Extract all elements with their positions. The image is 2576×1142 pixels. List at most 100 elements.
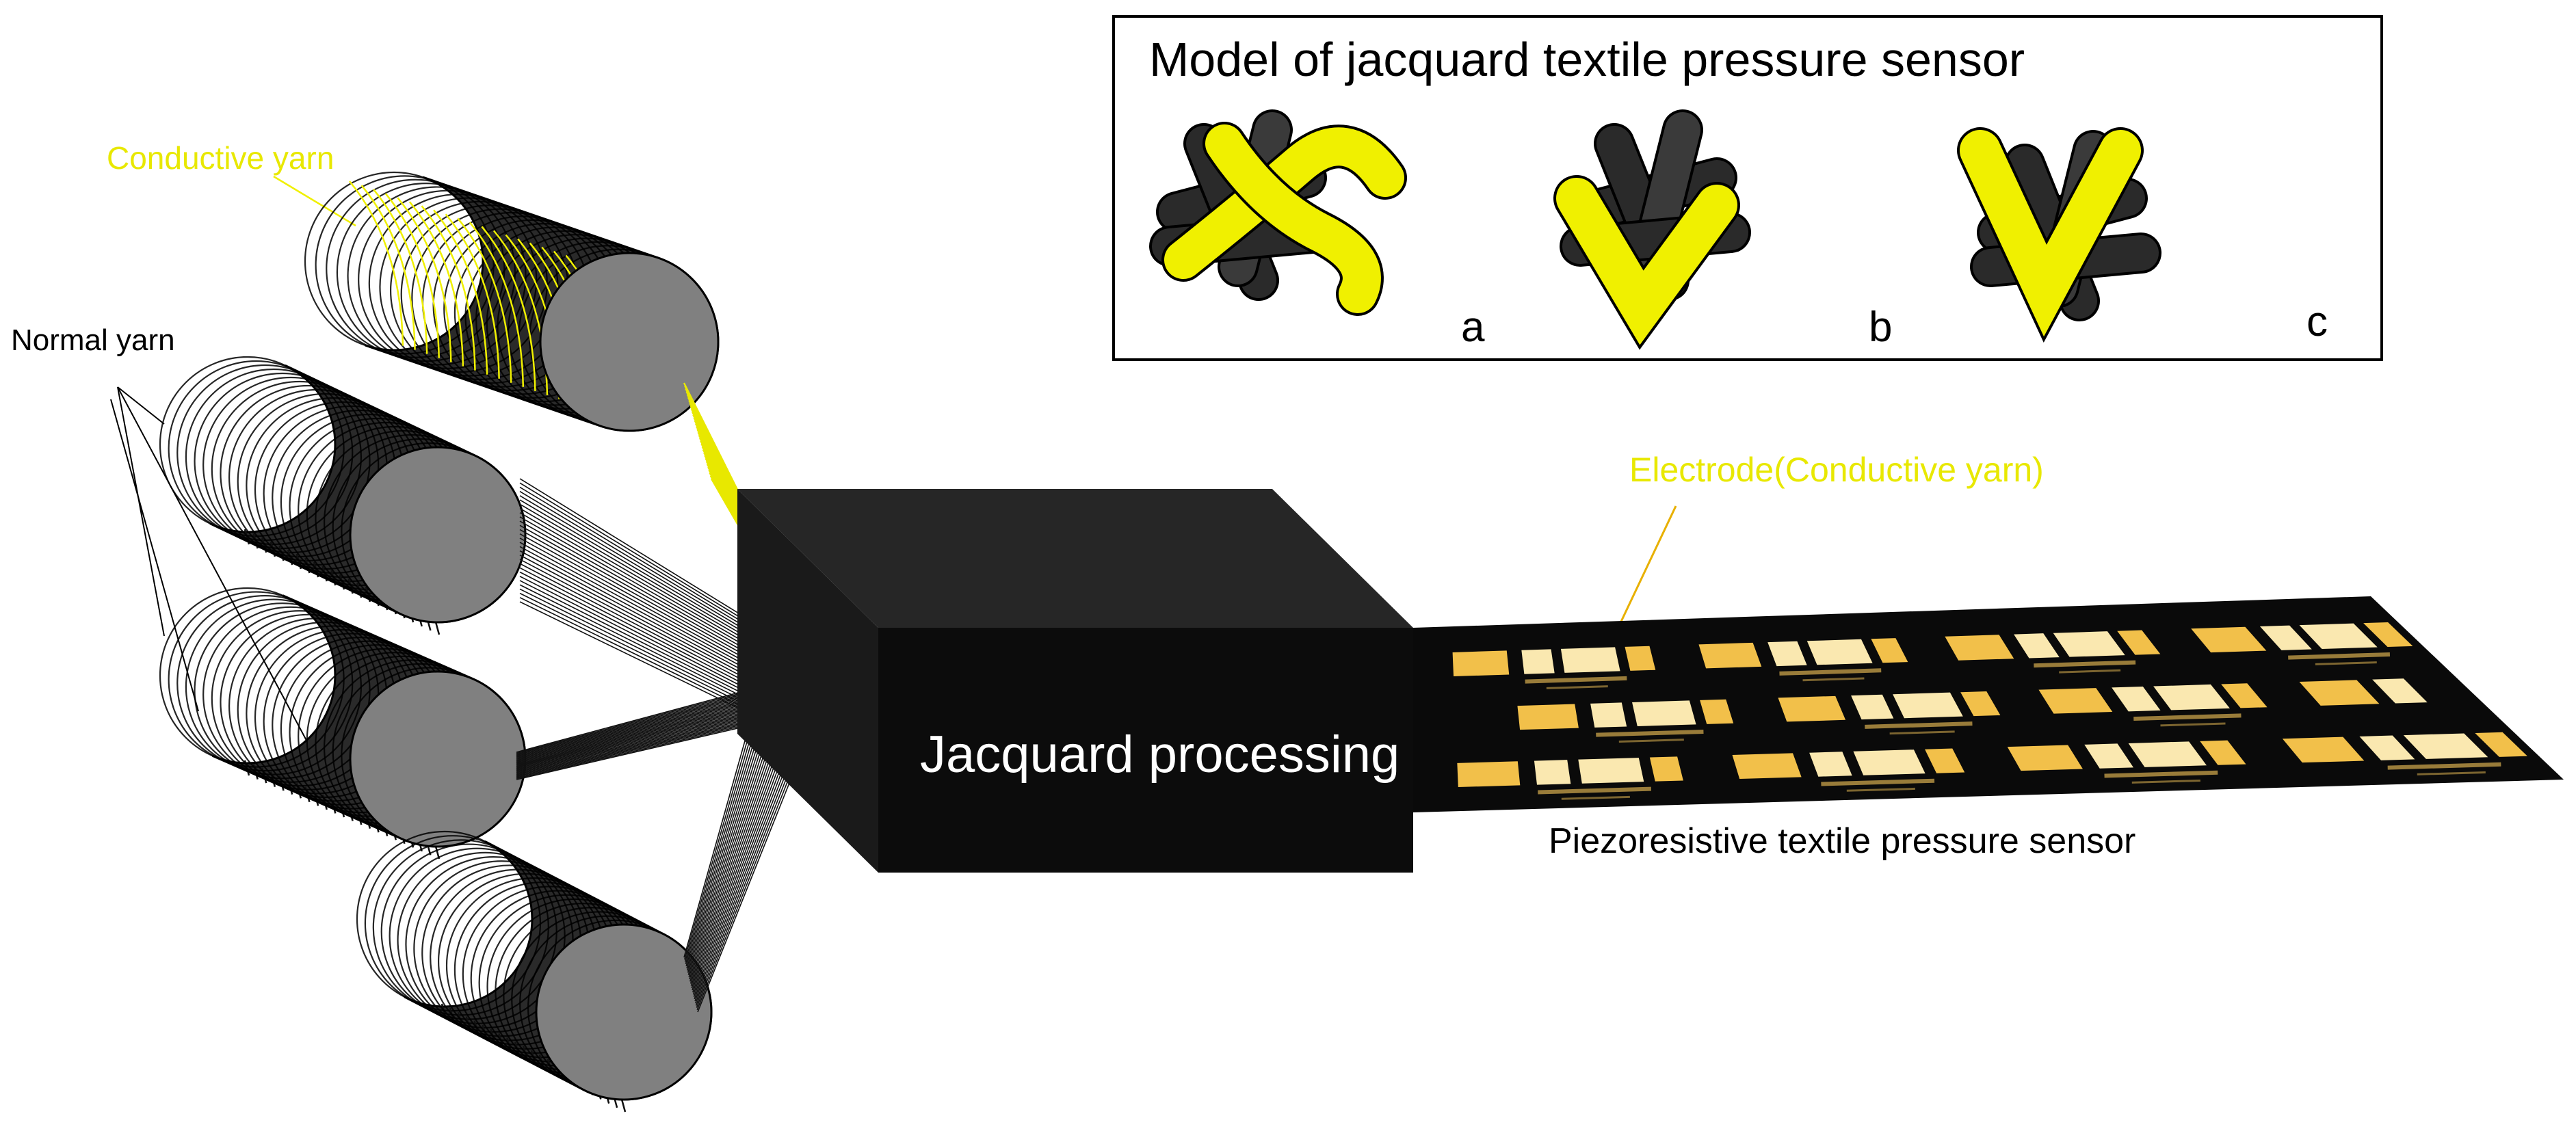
sensor-sheet: [1413, 596, 2564, 812]
normal-thread: [694, 765, 785, 1002]
electrode-pad: [1590, 702, 1627, 728]
normal-thread: [693, 762, 781, 997]
sheet-logo-text: [1821, 778, 1935, 786]
electrode-cell: [2191, 622, 2413, 665]
conductive-winding: [408, 201, 464, 367]
normal-thread: [519, 563, 764, 692]
normal-roll-1: [159, 356, 527, 635]
electrode-cell: [1452, 646, 1656, 689]
normal-thread: [519, 588, 770, 715]
normal-thread: [516, 715, 751, 773]
sheet-logo-text: [2387, 762, 2501, 770]
normal-thread: [516, 711, 750, 770]
electrode-pad: [1925, 748, 1965, 773]
conductive-winding: [445, 213, 500, 379]
electrode-label: Electrode(Conductive yarn): [1629, 451, 2044, 489]
electrode-pad: [2112, 686, 2161, 712]
normal-thread: [516, 721, 752, 778]
sheet-logo-text: [1538, 786, 1651, 795]
normal-thread: [519, 499, 748, 635]
sheet-logo-text: [2104, 770, 2218, 778]
normal-thread: [519, 490, 746, 628]
normal-thread: [519, 584, 770, 711]
electrode-pad: [1809, 752, 1852, 777]
electrode-pad: [2363, 622, 2413, 647]
normal-roll-2: [159, 587, 527, 860]
sheet-logo-text: [1846, 787, 1915, 792]
yarn-model-a: [1149, 109, 1407, 316]
normal-thread: [516, 698, 748, 759]
normal-thread: [692, 758, 775, 991]
normal-thread: [519, 567, 765, 695]
sheet-logo-text: [1779, 668, 1882, 676]
electrode-pad: [1649, 756, 1683, 782]
normal-thread: [692, 761, 779, 995]
process-label: Jacquard processing: [920, 726, 1400, 784]
jacquard-machine: [737, 489, 1413, 873]
electrode-pad: [1853, 749, 1926, 775]
sheet-logo-text: [1546, 685, 1608, 689]
normal-thread: [516, 717, 751, 774]
normal-thread: [516, 717, 752, 775]
sensor-label: Piezoresistive textile pressure sensor: [1549, 821, 2136, 861]
normal-roll-3: [356, 830, 713, 1113]
electrode-pad: [1534, 760, 1571, 785]
electrode-pad: [2191, 626, 2267, 653]
sheet-logo-text: [1865, 721, 1973, 729]
electrode-pad: [2038, 688, 2113, 714]
conductive-winding: [457, 217, 512, 383]
electrode-pad: [2200, 740, 2246, 765]
normal-thread: [687, 746, 758, 971]
electrode-cell: [1732, 748, 1965, 792]
yarn-model-c: [1957, 127, 2161, 343]
panel-letter-b: b: [1869, 304, 1893, 351]
conductive-winding: [384, 193, 440, 358]
normal-thread: [697, 772, 794, 1013]
electrode-pad: [1851, 694, 1894, 720]
normal-yarn-leader: [117, 386, 165, 425]
electrode-pad: [2007, 745, 2083, 771]
normal-thread: [516, 719, 752, 776]
electrode-leader: [1613, 505, 1677, 637]
normal-thread: [688, 750, 763, 978]
electrode-pad: [1517, 704, 1579, 730]
electrode-pad: [2299, 623, 2378, 650]
electrode-pad: [2221, 683, 2268, 708]
electrode-cell: [1517, 699, 1734, 743]
electrode-pad: [2084, 743, 2134, 769]
normal-thread: [516, 713, 750, 771]
normal-thread: [689, 753, 767, 982]
sheet-logo-text: [1561, 795, 1630, 800]
sheet-logo-text: [1889, 730, 1955, 735]
normal-thread: [519, 524, 754, 658]
roll-face: [349, 670, 527, 848]
sheet-logo-text: [1525, 676, 1627, 684]
inset-title: Model of jacquard textile pressure senso…: [1149, 33, 2025, 86]
electrode-pad: [2359, 735, 2415, 760]
conductive-winding: [421, 205, 476, 371]
sheet-logo-text: [2133, 713, 2242, 721]
roll-face: [535, 923, 713, 1101]
electrode-cell: [1945, 630, 2161, 674]
normal-thread: [516, 701, 748, 762]
electrode-pad: [1767, 641, 1807, 667]
normal-thread: [516, 691, 746, 754]
normal-thread: [519, 495, 747, 631]
electrode-cell: [1457, 756, 1683, 800]
inset-frame: [1112, 15, 2383, 361]
electrode-pad: [1452, 650, 1510, 677]
normal-thread: [519, 550, 761, 680]
electrode-pad: [2014, 633, 2060, 659]
normal-thread: [516, 695, 747, 757]
electrode-pad: [2403, 733, 2488, 759]
normal-thread: [692, 760, 777, 993]
conductive-winding: [397, 197, 452, 362]
normal-thread: [516, 706, 750, 767]
conductive-winding: [373, 189, 428, 354]
normal-thread: [519, 478, 743, 616]
normal-yarn-label: Normal yarn: [11, 323, 175, 357]
normal-thread: [516, 710, 750, 769]
yarn-model-b: [1553, 109, 1751, 350]
inset-panel: [1112, 15, 2383, 361]
